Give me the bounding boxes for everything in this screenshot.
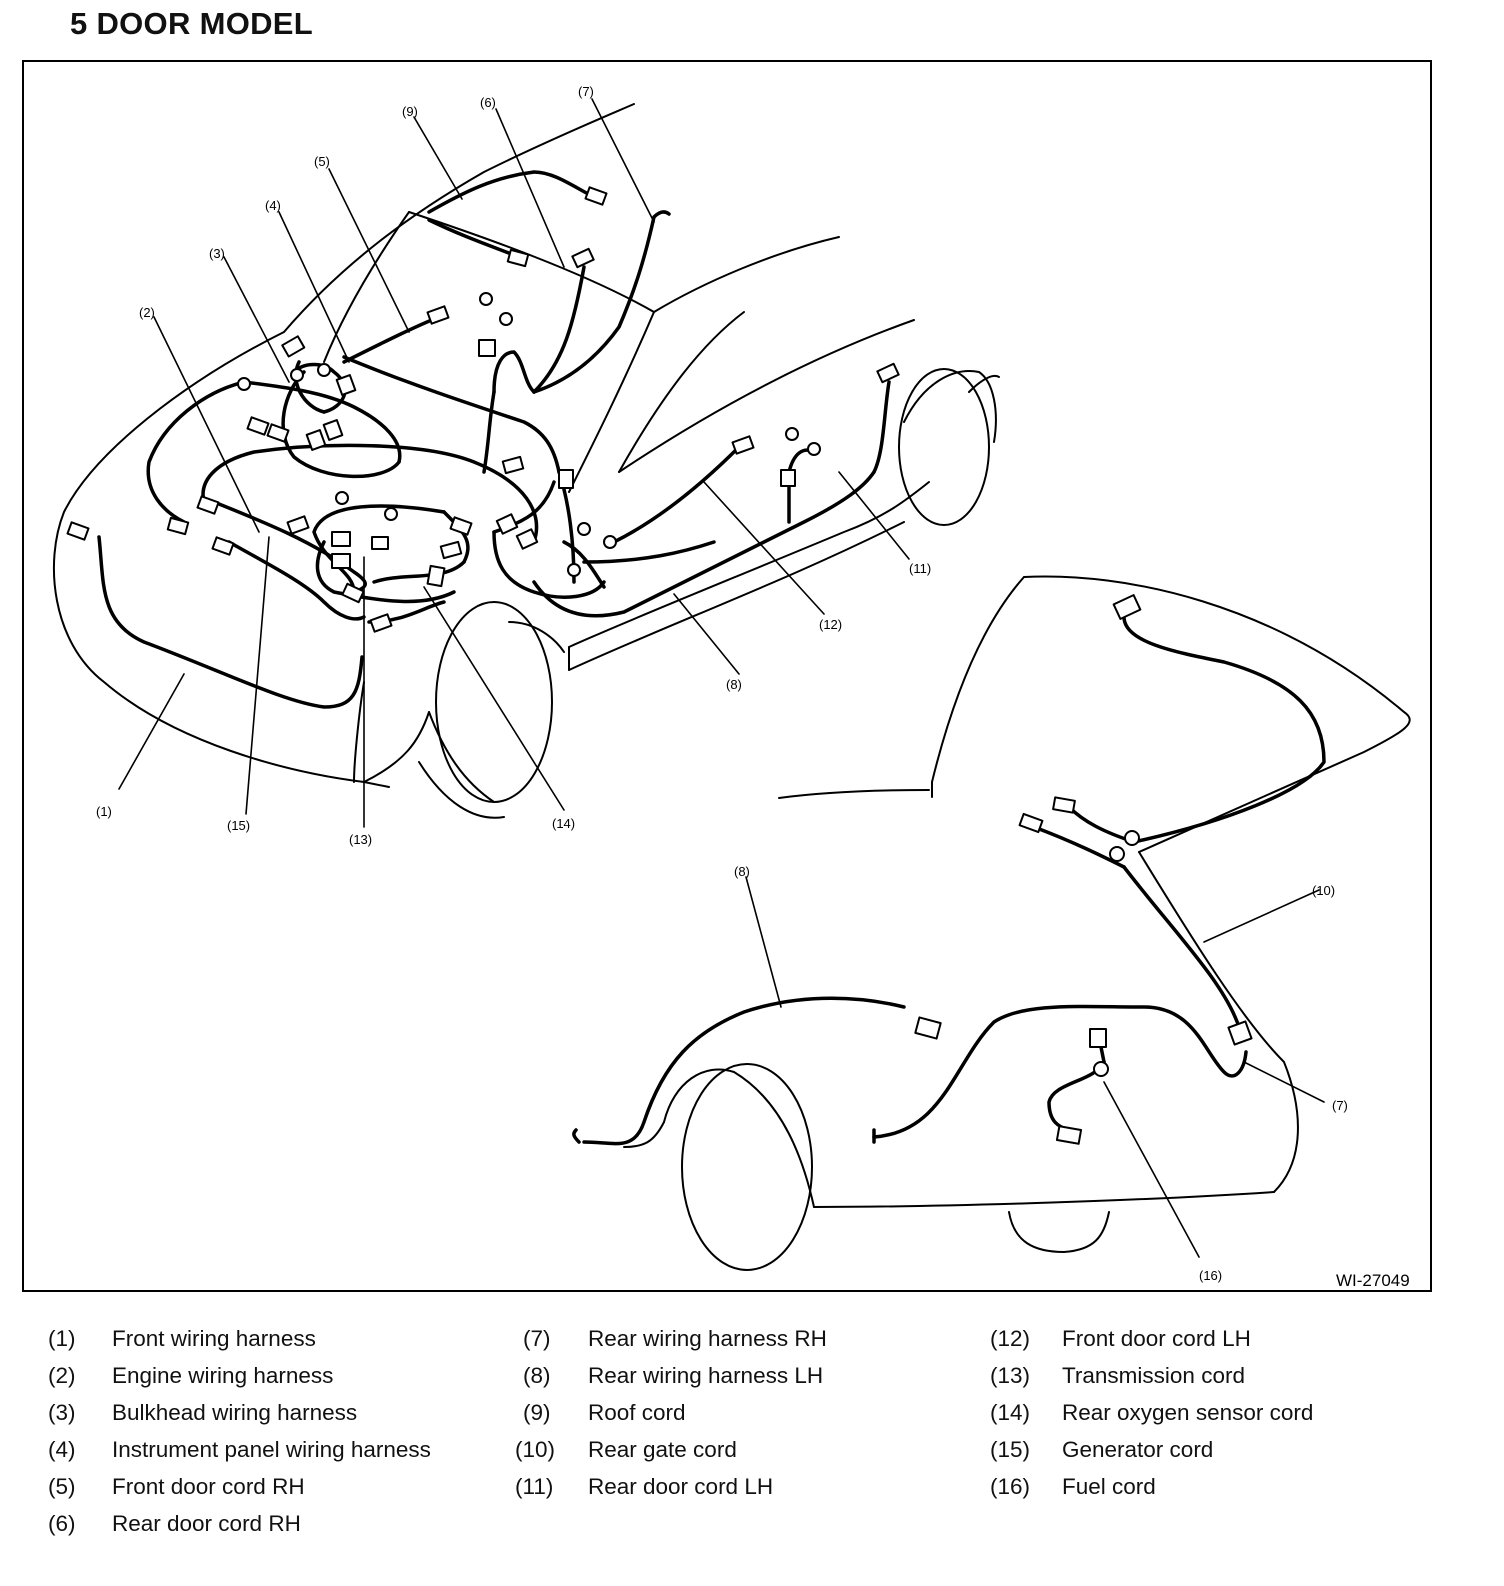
callout-7-rear: (7) xyxy=(1332,1098,1348,1113)
front-connectors xyxy=(66,186,900,633)
legend-number: (14) xyxy=(990,1400,1031,1425)
callout-1: (1) xyxy=(96,804,112,819)
legend-number: (8) xyxy=(523,1363,551,1388)
legend-number: (10) xyxy=(515,1437,556,1462)
callout-8-front: (8) xyxy=(726,677,742,692)
wiring-diagram-figure: (1) (2) (3) (4) (5) (6) (7) (7) (8) (8) … xyxy=(22,60,1432,1292)
callout-2: (2) xyxy=(139,305,155,320)
legend-number: (15) xyxy=(990,1437,1031,1462)
legend-label: Roof cord xyxy=(588,1400,686,1425)
legend-label: Bulkhead wiring harness xyxy=(112,1400,358,1425)
callout-13: (13) xyxy=(349,832,372,847)
legend-label: Generator cord xyxy=(1062,1437,1214,1462)
legend-label: Transmission cord xyxy=(1062,1363,1245,1388)
rear-harness-wires xyxy=(572,615,1326,1146)
legend-number: (16) xyxy=(990,1474,1031,1499)
legend-number: (12) xyxy=(990,1326,1031,1351)
legend-number: (9) xyxy=(523,1400,551,1425)
rear-connectors xyxy=(914,594,1253,1145)
figure-id: WI-27049 xyxy=(1336,1271,1410,1290)
callout-10: (10) xyxy=(1312,883,1335,898)
callout-12: (12) xyxy=(819,617,842,632)
callout-6: (6) xyxy=(480,95,496,110)
callout-9: (9) xyxy=(402,104,418,119)
legend-label: Rear wiring harness RH xyxy=(588,1326,827,1351)
legend-number: (3) xyxy=(48,1400,76,1425)
front-car-body-outline xyxy=(52,103,1000,819)
callout-labels: (1) (2) (3) (4) (5) (6) (7) (7) (8) (8) … xyxy=(96,84,1410,1290)
callout-3: (3) xyxy=(209,246,225,261)
legend-label: Front door cord LH xyxy=(1062,1326,1251,1351)
legend: (1) Front wiring harness (2) Engine wiri… xyxy=(0,1326,1504,1566)
legend-label: Rear wiring harness LH xyxy=(588,1363,824,1388)
callout-7-front: (7) xyxy=(578,84,594,99)
legend-number: (7) xyxy=(523,1326,551,1351)
legend-number: (13) xyxy=(990,1363,1031,1388)
legend-label: Instrument panel wiring harness xyxy=(112,1437,431,1462)
legend-number: (5) xyxy=(48,1474,76,1499)
callout-14: (14) xyxy=(552,816,575,831)
leader-lines xyxy=(118,98,1325,1258)
legend-number: (1) xyxy=(48,1326,76,1351)
legend-label: Rear door cord LH xyxy=(588,1474,774,1499)
legend-label: Rear door cord RH xyxy=(112,1511,301,1536)
callout-15: (15) xyxy=(227,818,250,833)
callout-5: (5) xyxy=(314,154,330,169)
legend-label: Front door cord RH xyxy=(112,1474,305,1499)
legend-number: (11) xyxy=(515,1474,554,1499)
legend-label: Rear gate cord xyxy=(588,1437,737,1462)
legend-label: Fuel cord xyxy=(1062,1474,1156,1499)
rear-grommets xyxy=(1093,830,1140,1077)
legend-number: (4) xyxy=(48,1437,76,1462)
callout-4: (4) xyxy=(265,198,281,213)
wiring-diagram-svg: (1) (2) (3) (4) (5) (6) (7) (7) (8) (8) … xyxy=(52,84,1411,1290)
legend-label: Rear oxygen sensor cord xyxy=(1062,1400,1314,1425)
callout-8-rear: (8) xyxy=(734,864,750,879)
front-grommets xyxy=(237,292,821,577)
callout-16: (16) xyxy=(1199,1268,1222,1283)
legend-number: (2) xyxy=(48,1363,76,1388)
legend-number: (6) xyxy=(48,1511,76,1536)
legend-label: Front wiring harness xyxy=(112,1326,316,1351)
legend-label: Engine wiring harness xyxy=(112,1363,334,1388)
page-title: 5 DOOR MODEL xyxy=(70,6,314,41)
rear-car-body-outline xyxy=(623,575,1411,1271)
callout-11: (11) xyxy=(909,561,931,576)
